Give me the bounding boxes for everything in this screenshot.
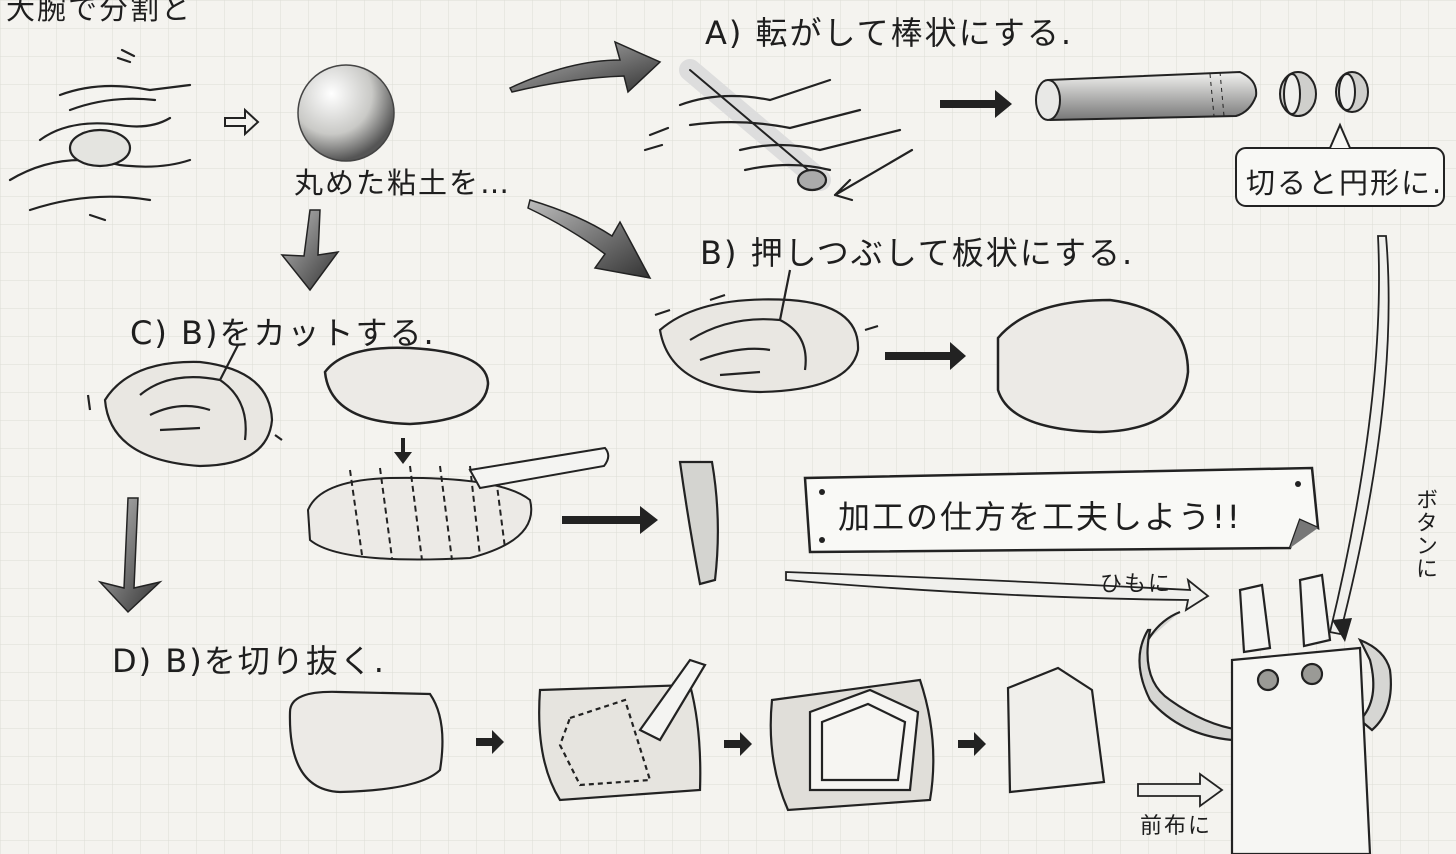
button-label: ボタンに (1412, 488, 1437, 580)
top-cut-text: 大腕で分割と (6, 0, 193, 26)
step-c-label: C) B)をカットする. (130, 314, 436, 352)
step-d-label: D) B)を切り抜く. (112, 642, 386, 680)
apron-drawing (1138, 573, 1392, 854)
arrow-to-a-icon (508, 40, 662, 94)
down-arrow-icon (394, 438, 412, 464)
string-label: ひもに (1100, 572, 1173, 597)
cut-round-label: 切ると円形に. (1246, 166, 1444, 200)
hands-rolling-rod (643, 59, 914, 202)
cutout-sequence (288, 658, 1106, 812)
arrow-to-button-icon (1328, 235, 1390, 636)
arrow-to-rod-icon (940, 90, 1012, 118)
slab-before-cut (323, 346, 490, 426)
arrow-to-d-icon (97, 497, 163, 614)
arrow-to-apron-icon (1137, 772, 1224, 808)
hands-rolling-ball (8, 48, 192, 222)
banner-text: 加工の仕方を工夫しよう!! (838, 498, 1242, 536)
rounded-clay-label: 丸めた粘土を… (294, 166, 512, 200)
apron-label: 前布に (1140, 814, 1213, 839)
arrow-to-string-icon (785, 571, 1210, 612)
arrow-to-slab-icon (885, 342, 966, 370)
clay-slab (996, 298, 1190, 434)
arrow-to-b-icon (527, 199, 652, 280)
small-arrow-icon (224, 107, 260, 137)
hand-on-slab (86, 344, 283, 468)
slab-being-sliced (306, 446, 610, 561)
clay-ball (297, 64, 395, 162)
clay-strip (678, 460, 719, 586)
banner (803, 466, 1320, 554)
clay-rod (1035, 70, 1258, 122)
clay-discs (1279, 71, 1369, 117)
arrow-to-c-icon (280, 209, 340, 292)
step-b-label: B) 押しつぶして板状にする. (700, 234, 1135, 272)
hand-pressing-slab (654, 269, 879, 394)
step-a-label: A) 転がして棒状にする. (705, 14, 1074, 52)
arrow-to-strip-icon (562, 506, 658, 534)
